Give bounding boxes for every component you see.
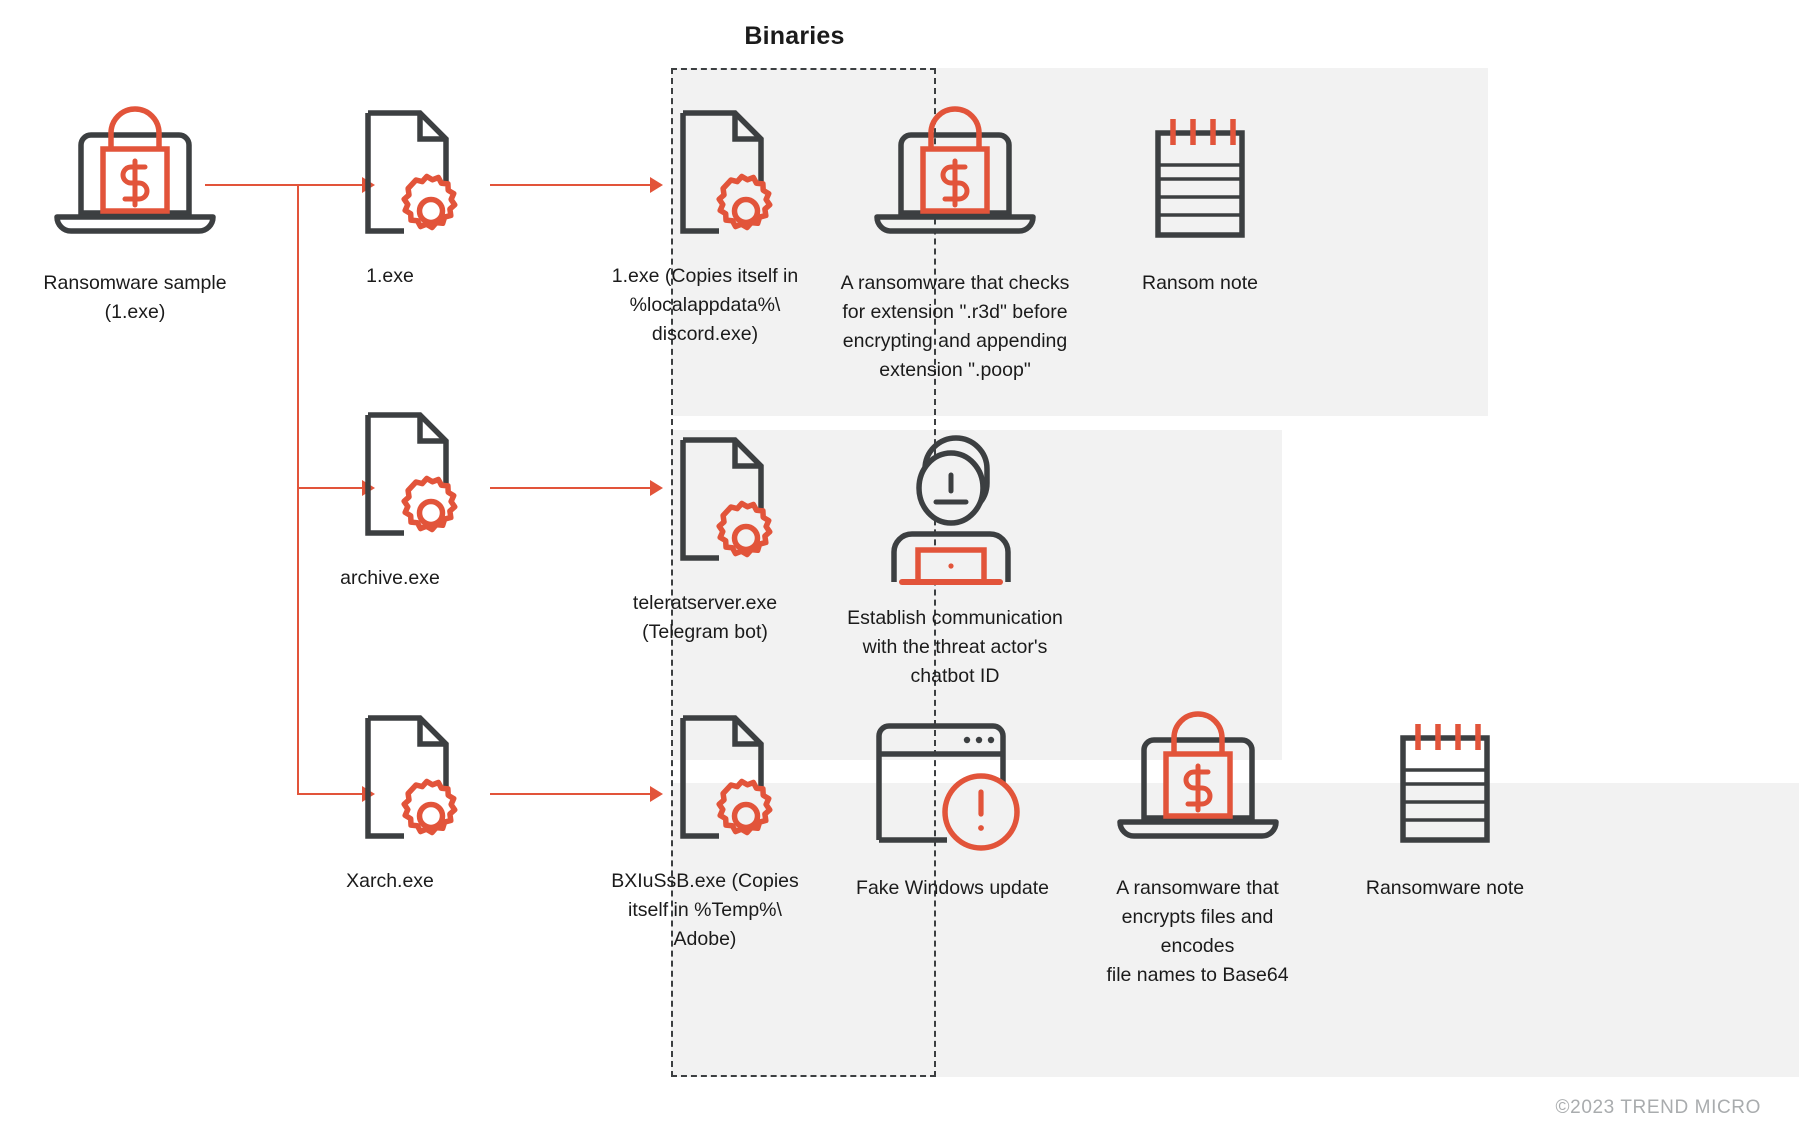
document-gear-icon — [300, 390, 480, 550]
behavior-node-r2-c1: Establish communication with the threat … — [840, 430, 1070, 691]
binary-label-row-3: BXIuSsB.exe (Copies itself in %Temp%\ Ad… — [611, 870, 799, 950]
laptop-lock-icon — [35, 95, 235, 255]
copyright-notice: ©2023 TREND MICRO — [1555, 1097, 1761, 1118]
binary-label-row-1: 1.exe (Copies itself in %localappdata%\ … — [611, 265, 799, 345]
binary-node-row-1: 1.exe (Copies itself in %localappdata%\ … — [610, 88, 800, 349]
behavior-node-r1-c1: A ransomware that checks for extension "… — [835, 95, 1075, 385]
behavior-label-r1-c2: Ransom note — [1142, 272, 1258, 294]
connector-dropper-2 — [490, 487, 650, 490]
document-gear-icon — [300, 693, 480, 853]
binary-node-row-3: BXIuSsB.exe (Copies itself in %Temp%\ Ad… — [610, 693, 800, 954]
dropper-node-1: 1.exe — [300, 88, 480, 291]
document-gear-icon — [610, 88, 800, 248]
row-1-background — [671, 68, 1488, 416]
dropper-label-1: 1.exe — [366, 265, 414, 287]
browser-alert-icon — [845, 700, 1060, 860]
row-3-background — [671, 783, 1799, 1077]
dropper-label-2: archive.exe — [340, 567, 440, 589]
threat-actor-laptop-icon — [840, 430, 1070, 590]
behavior-node-r1-c2: Ransom note — [1095, 95, 1305, 298]
source-node: Ransomware sample (1.exe) — [35, 95, 235, 327]
behavior-label-r1-c1: A ransomware that checks for extension "… — [840, 272, 1070, 381]
notepad-icon — [1095, 95, 1305, 255]
laptop-lock-icon — [1085, 700, 1310, 860]
dropper-label-3: Xarch.exe — [346, 870, 434, 892]
arrowhead-dropper-2 — [650, 479, 663, 496]
connector-branch-1 — [297, 184, 362, 187]
connector-branch-2 — [297, 487, 362, 490]
connector-branch-3 — [297, 793, 362, 796]
behavior-label-r3-c3: Ransomware note — [1365, 877, 1525, 899]
dropper-node-2: archive.exe — [300, 390, 480, 593]
connector-dropper-3 — [490, 793, 650, 796]
arrowhead-dropper-1 — [650, 176, 663, 193]
dropper-node-3: Xarch.exe — [300, 693, 480, 896]
binary-node-row-2: teleratserver.exe (Telegram bot) — [610, 415, 800, 647]
binary-label-row-2: teleratserver.exe (Telegram bot) — [632, 592, 778, 643]
connector-source-horizontal — [205, 184, 365, 187]
behavior-node-r3-c3: Ransomware note — [1335, 700, 1555, 903]
behavior-label-r2-c1: Establish communication with the threat … — [847, 607, 1063, 687]
behavior-label-r3-c1: Fake Windows update — [856, 877, 1049, 899]
behavior-label-r3-c2: A ransomware that encrypts files and enc… — [1106, 877, 1289, 986]
document-gear-icon — [300, 88, 480, 248]
arrowhead-dropper-3 — [650, 785, 663, 802]
document-gear-icon — [610, 693, 800, 853]
laptop-lock-icon — [835, 95, 1075, 255]
document-gear-icon — [610, 415, 800, 575]
page-title: Binaries — [744, 22, 845, 50]
notepad-icon — [1335, 700, 1555, 860]
connector-dropper-1 — [490, 184, 650, 187]
source-label: Ransomware sample (1.exe) — [43, 272, 227, 323]
behavior-node-r3-c1: Fake Windows update — [845, 700, 1060, 903]
behavior-node-r3-c2: A ransomware that encrypts files and enc… — [1085, 700, 1310, 990]
